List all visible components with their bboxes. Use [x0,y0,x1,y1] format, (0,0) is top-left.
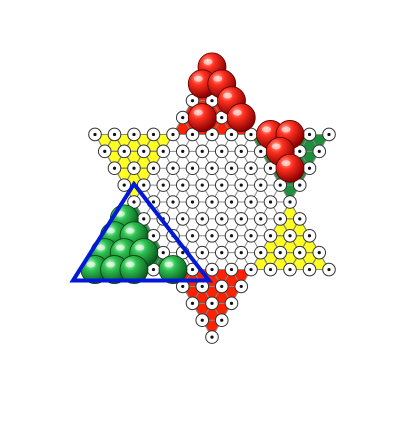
board-hole[interactable] [322,262,336,277]
red-piece[interactable] [275,153,305,183]
board-hole[interactable] [146,161,161,176]
board-hole[interactable] [117,178,132,192]
board-hole[interactable] [224,228,239,243]
board-hole[interactable] [312,144,327,159]
board-hole[interactable] [234,245,249,260]
board-hole[interactable] [175,144,190,159]
board-hole[interactable] [244,195,258,209]
board-hole[interactable] [205,262,219,277]
pieces-layer [80,52,305,284]
board-hole[interactable] [156,178,171,192]
board-hole[interactable] [234,144,249,159]
board-hole[interactable] [195,212,210,226]
board-hole[interactable] [263,262,278,277]
board-hole[interactable] [292,245,307,260]
board-hole[interactable] [253,245,268,260]
board-hole[interactable] [244,228,258,243]
board-hole[interactable] [244,262,258,277]
board-hole[interactable] [273,212,288,226]
board-hole[interactable] [253,212,268,226]
board-hole[interactable] [214,212,229,226]
board-hole[interactable] [283,262,297,277]
green-piece[interactable] [119,255,149,284]
board-hole[interactable] [195,178,210,192]
board-hole[interactable] [302,228,317,243]
board-hole[interactable] [312,245,327,260]
board-hole[interactable] [195,313,210,328]
board-hole[interactable] [175,110,190,125]
board-hole[interactable] [263,195,278,209]
board-hole[interactable] [214,245,229,260]
green-piece[interactable] [158,255,188,284]
board-hole[interactable] [302,262,317,277]
board-hole[interactable] [185,296,200,311]
board-hole[interactable] [214,144,229,159]
board-hole[interactable] [214,178,229,192]
board-hole[interactable] [224,296,239,311]
board-hole[interactable] [185,127,200,142]
board-hole[interactable] [234,178,249,192]
board-hole[interactable] [263,228,278,243]
board-hole[interactable] [224,262,239,277]
board-hole[interactable] [136,178,151,192]
board-hole[interactable] [214,313,229,328]
board-hole[interactable] [166,161,180,176]
board-hole[interactable] [175,178,190,192]
overlay-layer [69,180,214,283]
board-hole[interactable] [185,195,200,209]
board-hole[interactable] [175,212,190,226]
board-hole[interactable] [283,195,297,209]
board-hole[interactable] [205,330,219,344]
board-hole[interactable] [205,228,219,243]
board-hole[interactable] [292,178,307,192]
board-hole[interactable] [97,144,112,159]
board-hole[interactable] [205,296,219,311]
board-hole[interactable] [214,279,229,294]
board-hole[interactable] [273,245,288,260]
board-hole[interactable] [224,161,239,176]
board-hole[interactable] [224,195,239,209]
board-hole[interactable] [205,161,219,176]
board-hole[interactable] [234,212,249,226]
board-hole[interactable] [88,127,102,142]
board-hole[interactable] [292,212,307,226]
red-piece[interactable] [187,103,217,132]
board-hole[interactable] [205,195,219,209]
board-hole[interactable] [185,228,200,243]
board-hole[interactable] [166,127,180,142]
board-hole[interactable] [117,144,132,159]
board-hole[interactable] [253,178,268,192]
red-piece[interactable] [226,103,256,132]
board-hole[interactable] [244,161,258,176]
board-hole[interactable] [302,127,317,142]
board-hole[interactable] [107,161,122,176]
board-hole[interactable] [146,127,161,142]
board-hole[interactable] [283,228,297,243]
board-hole[interactable] [107,127,122,142]
board-hole[interactable] [195,279,210,294]
board-hole[interactable] [166,195,180,209]
board-hole[interactable] [234,279,249,294]
board-hole[interactable] [195,245,210,260]
board-hole[interactable] [127,161,141,176]
board-hole[interactable] [322,127,336,142]
board-hole[interactable] [185,161,200,176]
board-hole[interactable] [302,161,317,176]
board-hole[interactable] [195,144,210,159]
target-zone-highlight [69,180,214,283]
board-hole[interactable] [127,127,141,142]
holes-layer [88,60,336,344]
board-hole[interactable] [156,144,171,159]
board-hole[interactable] [136,144,151,159]
